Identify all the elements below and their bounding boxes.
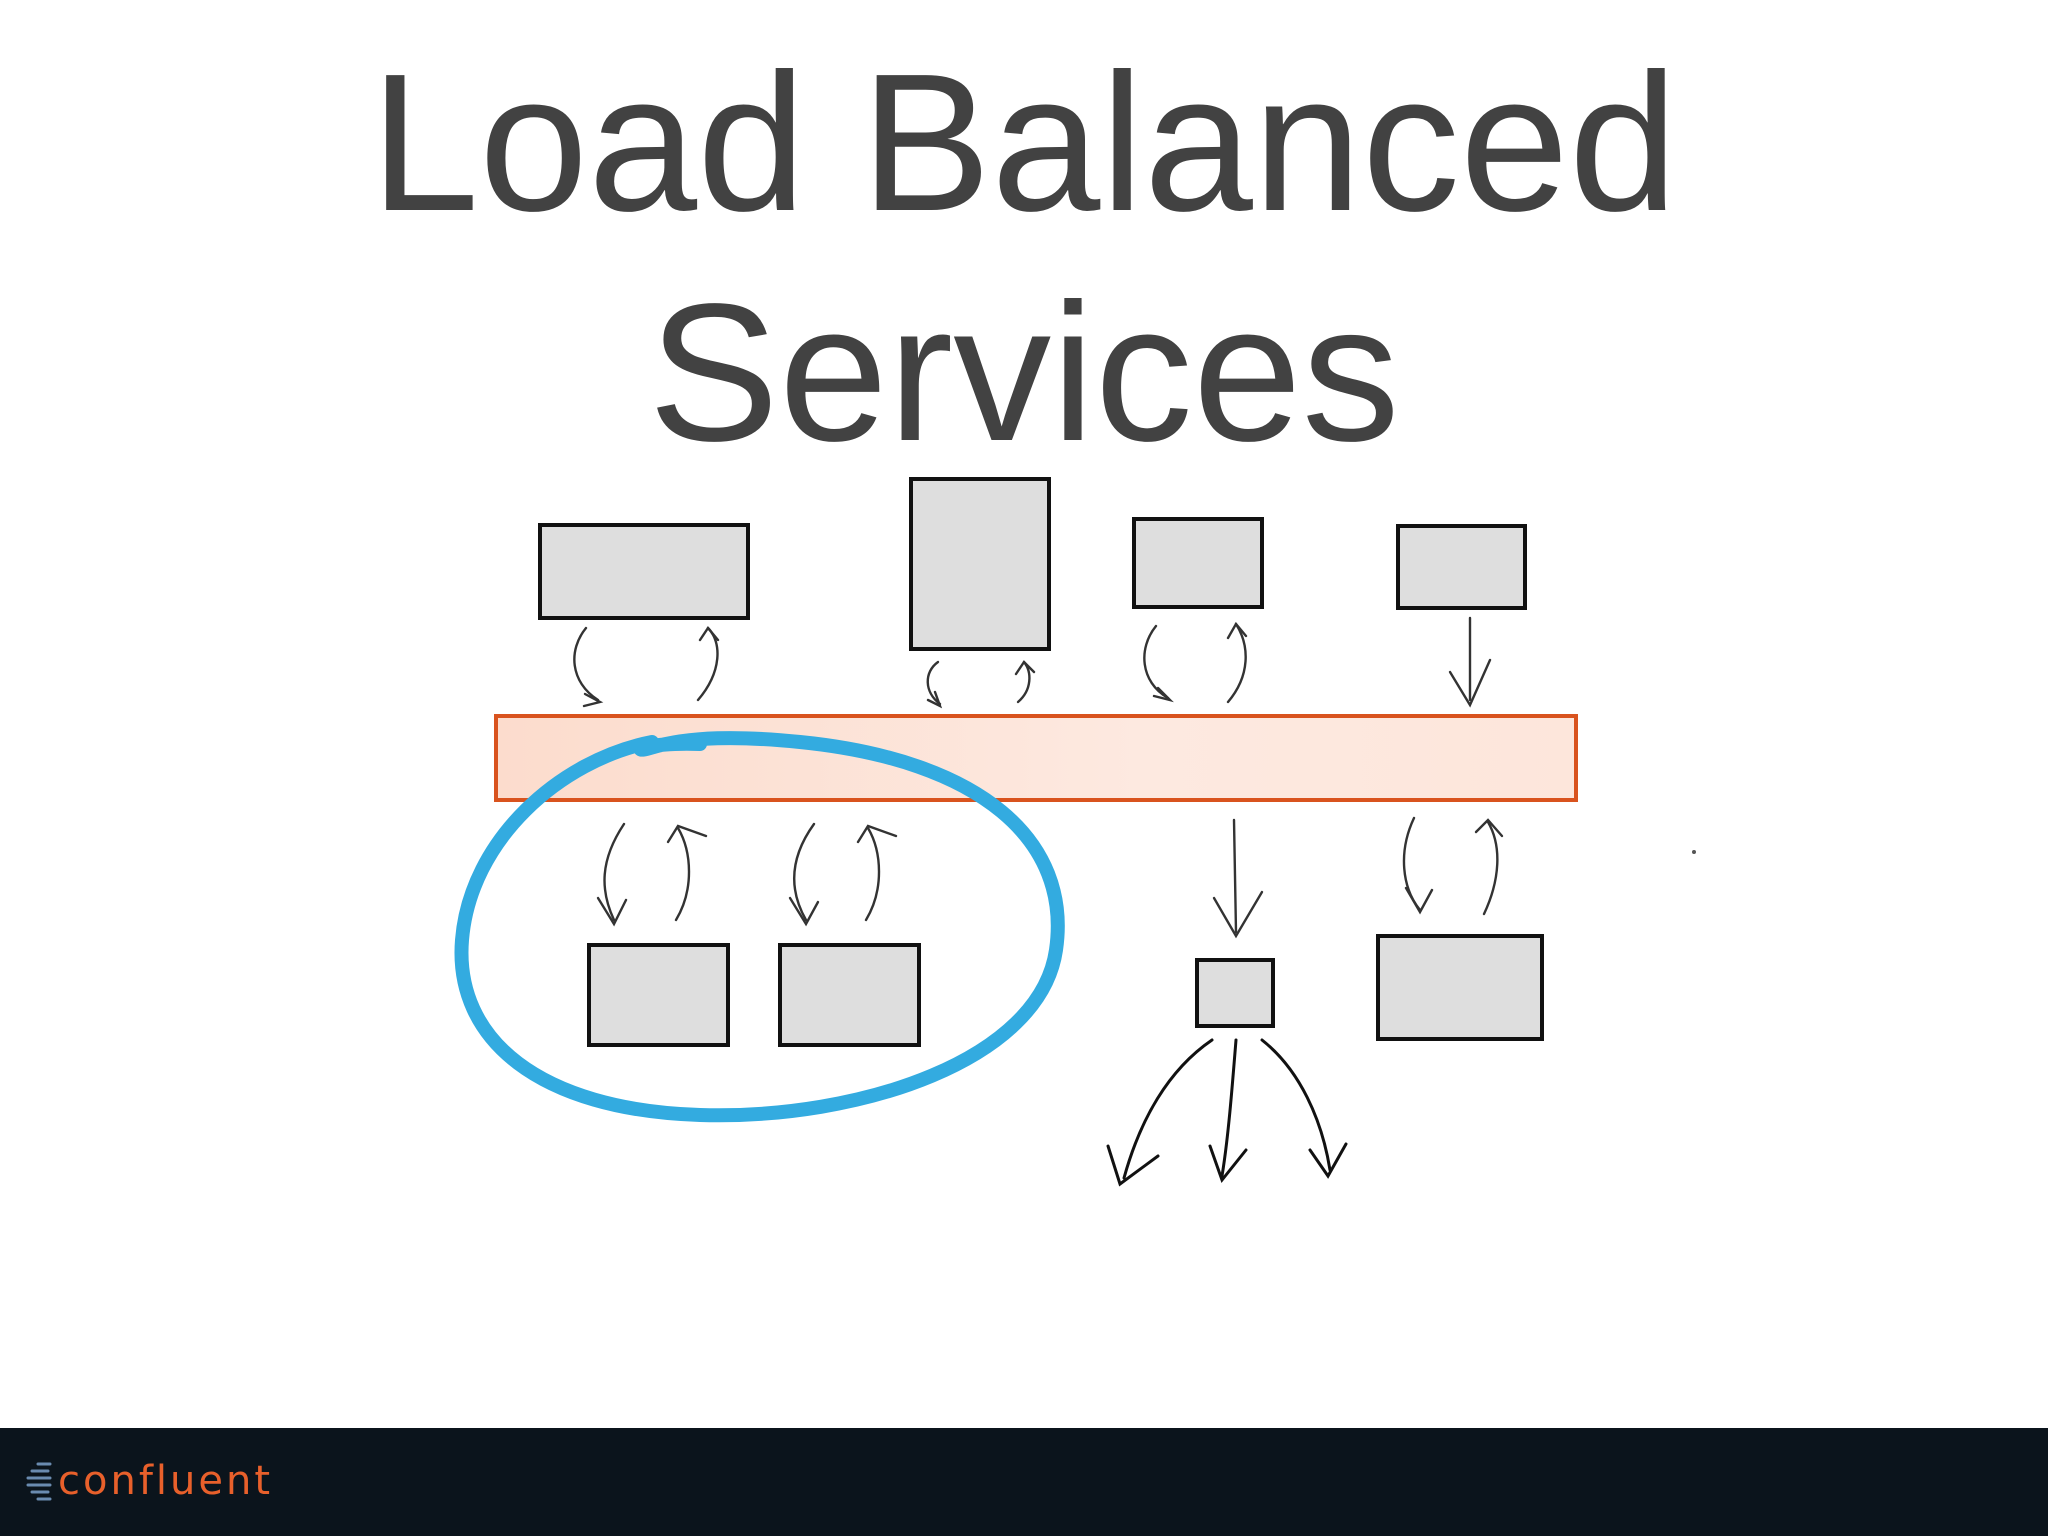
fan-out-arrows — [1106, 1038, 1348, 1187]
load-balancer-bar — [494, 714, 1578, 802]
arrows-bottom — [596, 816, 1504, 939]
stray-dot — [1692, 850, 1696, 854]
confluent-logo: confluent — [26, 1446, 273, 1516]
logo-text: confluent — [58, 1458, 274, 1504]
service-box-bottom-3 — [1195, 958, 1275, 1028]
confluent-logo-icon — [26, 1462, 52, 1501]
slide-title: Load Balanced Services — [0, 28, 2048, 488]
service-box-top-2 — [909, 477, 1051, 651]
arrows-top — [573, 616, 1492, 709]
title-line-1: Load Balanced — [370, 33, 1678, 252]
service-box-top-4 — [1396, 524, 1527, 610]
highlight-circle — [454, 731, 1065, 1123]
service-box-bottom-2 — [778, 943, 921, 1047]
service-box-bottom-1 — [587, 943, 730, 1047]
service-box-top-3 — [1132, 517, 1264, 609]
service-box-top-1 — [538, 523, 750, 620]
title-line-2: Services — [648, 263, 1400, 482]
load-balanced-services-diagram — [454, 477, 1696, 1187]
footer-bar: confluent — [0, 1428, 2048, 1536]
service-box-bottom-4 — [1376, 934, 1544, 1041]
